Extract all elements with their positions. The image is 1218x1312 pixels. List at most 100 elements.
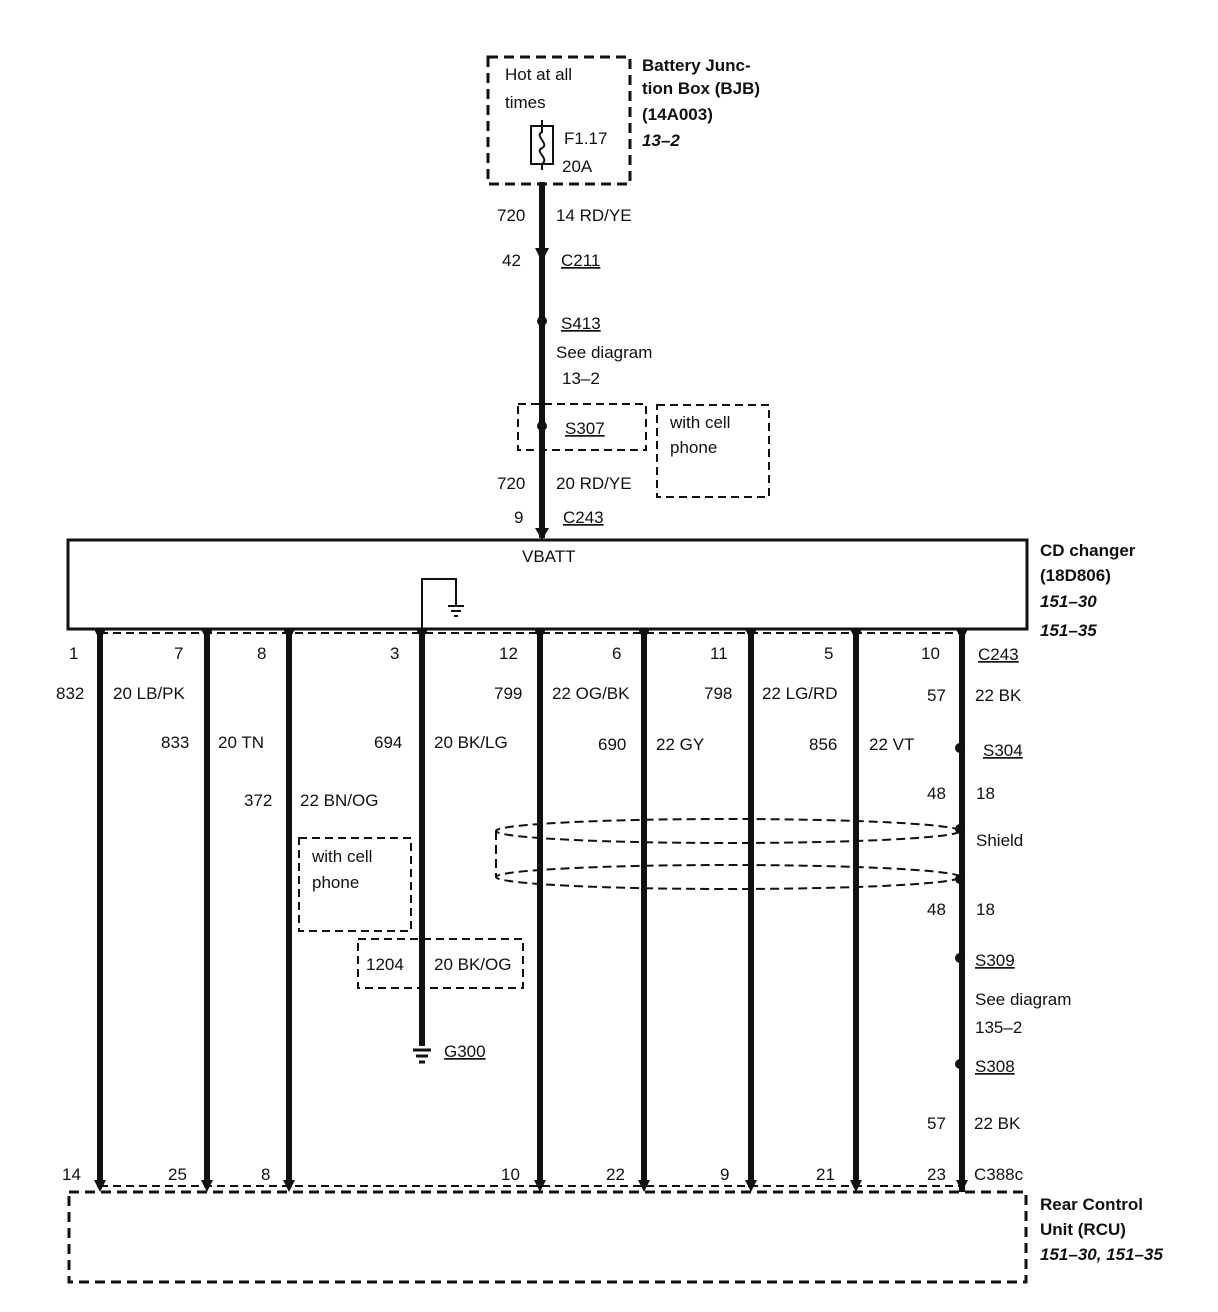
pin-bottom-8: 8 bbox=[261, 1165, 270, 1184]
c388c-connector: C388c bbox=[974, 1165, 1024, 1184]
c243-vbatt-pin: 9 bbox=[514, 508, 523, 527]
cd-ref-1: 151–30 bbox=[1040, 592, 1097, 611]
circuit-833: 833 bbox=[161, 733, 189, 752]
s307-option-box bbox=[517, 403, 647, 451]
pin-bottom-9: 9 bbox=[720, 1165, 729, 1184]
color-833: 20 TN bbox=[218, 733, 264, 752]
s308-splice-dot-icon bbox=[955, 1059, 965, 1069]
circuit-1204: 1204 bbox=[366, 955, 404, 974]
feed-circuit-720b: 720 bbox=[497, 474, 525, 493]
bjb-ref: 13–2 bbox=[642, 131, 680, 150]
c243-connector-bottom: C243 bbox=[978, 645, 1019, 664]
pin-top-5: 5 bbox=[824, 644, 833, 663]
s309-splice-dot-icon bbox=[955, 953, 965, 963]
cell-phone-note-2b: phone bbox=[312, 873, 359, 892]
gauge-18b: 18 bbox=[976, 900, 995, 919]
color-372: 22 BN/OG bbox=[300, 791, 378, 810]
fuse-id: F1.17 bbox=[564, 129, 607, 148]
pin-bottom-22: 22 bbox=[606, 1165, 625, 1184]
c243-connector-top: C243 bbox=[563, 508, 604, 527]
cell-phone-note-2a: with cell bbox=[311, 847, 372, 866]
bjb-title-line1: Battery Junc- bbox=[642, 56, 751, 75]
color-57: 22 BK bbox=[975, 686, 1022, 705]
c211-pin-arrow-icon bbox=[535, 248, 549, 262]
rcu-ref: 151–30, 151–35 bbox=[1040, 1245, 1163, 1264]
cell-phone-option-box-1 bbox=[656, 404, 770, 498]
gauge-18a: 18 bbox=[976, 784, 995, 803]
g300-ground-label: G300 bbox=[444, 1042, 486, 1061]
color-1204: 20 BK/OG bbox=[434, 955, 511, 974]
bjb-box bbox=[486, 55, 632, 186]
cd-title-line2: (18D806) bbox=[1040, 566, 1111, 585]
internal-ground-path bbox=[421, 578, 457, 640]
pin-top-10: 10 bbox=[921, 644, 940, 663]
cell-phone-note-1b: phone bbox=[670, 438, 717, 457]
pin-top-8: 8 bbox=[257, 644, 266, 663]
s307-splice-dot-icon bbox=[537, 421, 547, 431]
shield-splice-dot-top-icon bbox=[955, 824, 965, 834]
pin-bottom-10: 10 bbox=[501, 1165, 520, 1184]
pin-bottom-21: 21 bbox=[816, 1165, 835, 1184]
s309-see-diagram: See diagram bbox=[975, 990, 1071, 1009]
cd-changer-box bbox=[66, 538, 1029, 631]
c211-connector: C211 bbox=[561, 251, 600, 270]
pin-top-3: 3 bbox=[390, 644, 399, 663]
color-799: 22 OG/BK bbox=[552, 684, 630, 703]
feed-wire-color: 14 RD/YE bbox=[556, 206, 632, 225]
s309-see-ref: 135–2 bbox=[975, 1018, 1022, 1037]
s307-splice: S307 bbox=[565, 419, 605, 438]
color-832: 20 LB/PK bbox=[113, 684, 185, 703]
color-856: 22 VT bbox=[869, 735, 914, 754]
bjb-part-number: (14A003) bbox=[642, 105, 713, 124]
shield-icon bbox=[495, 818, 961, 890]
cell-phone-option-box-2 bbox=[298, 837, 412, 932]
pin-top-1: 1 bbox=[69, 644, 78, 663]
c243-pin-arrow-icon bbox=[535, 528, 549, 540]
s413-splice: S413 bbox=[561, 314, 601, 333]
g300-ground-icon bbox=[413, 1048, 431, 1064]
bjb-title-line2: tion Box (BJB) bbox=[642, 79, 760, 98]
bottom-pin-arrows bbox=[94, 1180, 968, 1192]
pin-bottom-14: 14 bbox=[62, 1165, 81, 1184]
rcu-box bbox=[67, 1190, 1028, 1284]
s304-splice: S304 bbox=[983, 741, 1023, 760]
circuit-799: 799 bbox=[494, 684, 522, 703]
color-694: 20 BK/LG bbox=[434, 733, 508, 752]
circuit-832: 832 bbox=[56, 684, 84, 703]
c211-pin: 42 bbox=[502, 251, 521, 270]
vbatt-label: VBATT bbox=[522, 547, 576, 566]
circuit-48b: 48 bbox=[927, 900, 946, 919]
cell-phone-note-1a: with cell bbox=[669, 413, 730, 432]
circuit-372: 372 bbox=[244, 791, 272, 810]
s309-splice: S309 bbox=[975, 951, 1015, 970]
pin-bottom-23: 23 bbox=[927, 1165, 946, 1184]
circuit-856: 856 bbox=[809, 735, 837, 754]
rcu-title-line1: Rear Control bbox=[1040, 1195, 1143, 1214]
shield-label: Shield bbox=[976, 831, 1023, 850]
fuse-element-icon bbox=[538, 120, 546, 170]
rcu-title-line2: Unit (RCU) bbox=[1040, 1220, 1126, 1239]
s413-see-diagram: See diagram bbox=[556, 343, 652, 362]
color-57-bottom: 22 BK bbox=[974, 1114, 1021, 1133]
pin-bottom-25: 25 bbox=[168, 1165, 187, 1184]
circuit-48a: 48 bbox=[927, 784, 946, 803]
color-690: 22 GY bbox=[656, 735, 704, 754]
feed-wire-color-2: 20 RD/YE bbox=[556, 474, 632, 493]
circuit-57-bottom: 57 bbox=[927, 1114, 946, 1133]
pin-top-12: 12 bbox=[499, 644, 518, 663]
pin-top-11: 11 bbox=[710, 644, 728, 663]
circuit-694: 694 bbox=[374, 733, 402, 752]
s413-splice-dot-icon bbox=[537, 316, 547, 326]
pin-top-6: 6 bbox=[612, 644, 621, 663]
s413-see-ref: 13–2 bbox=[562, 369, 600, 388]
color-798: 22 LG/RD bbox=[762, 684, 838, 703]
cd-title-line1: CD changer bbox=[1040, 541, 1136, 560]
cd-ref-2: 151–35 bbox=[1040, 621, 1097, 640]
shield-splice-dot-bottom-icon bbox=[955, 874, 965, 884]
feed-circuit-720: 720 bbox=[497, 206, 525, 225]
circuit-798: 798 bbox=[704, 684, 732, 703]
s308-splice: S308 bbox=[975, 1057, 1015, 1076]
fuse-rating: 20A bbox=[562, 157, 593, 176]
circuit-57: 57 bbox=[927, 686, 946, 705]
